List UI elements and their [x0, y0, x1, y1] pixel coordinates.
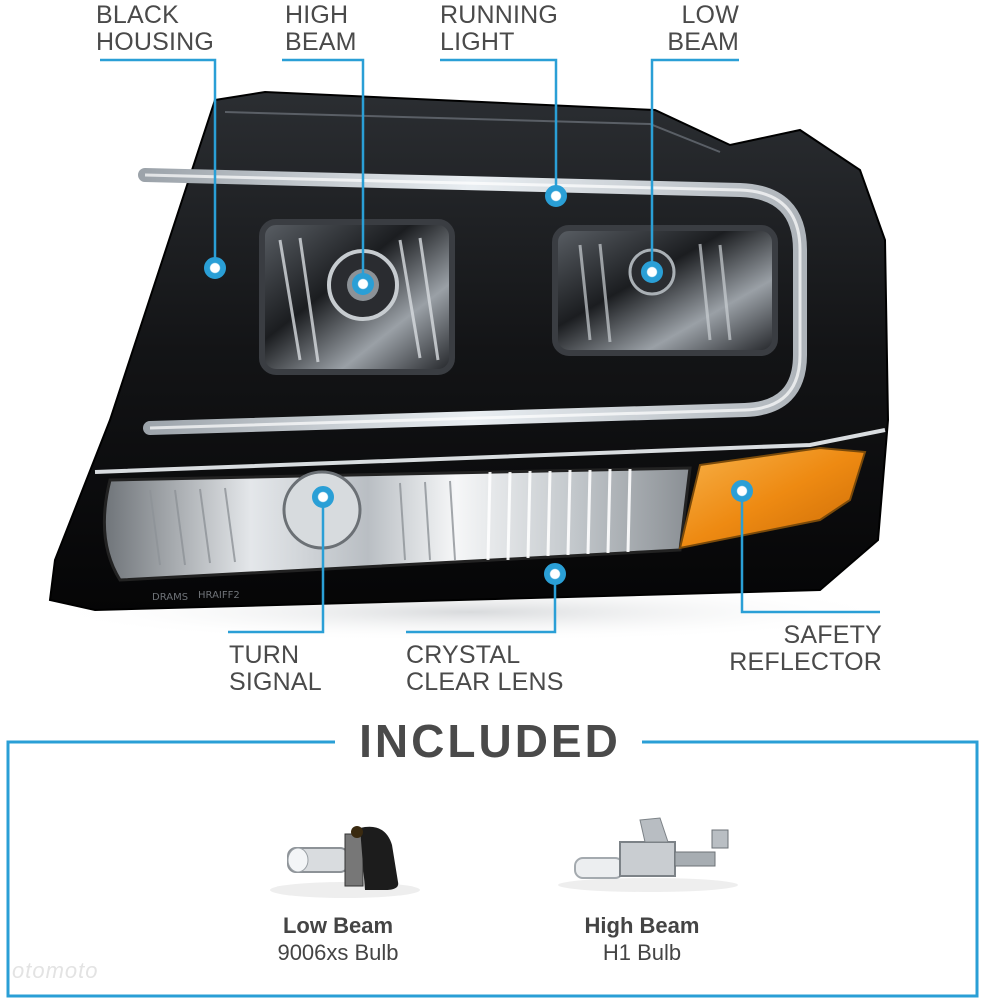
included-box-frame — [6, 740, 979, 998]
low-beam-caption: Low Beam 9006xs Bulb — [228, 912, 448, 966]
callout-line-low-beam — [650, 58, 739, 272]
callout-line-black-housing — [100, 58, 217, 268]
label-safety-reflector: SAFETY REFLECTOR — [729, 621, 882, 676]
label-low-beam: LOW BEAM — [667, 1, 739, 56]
high-beam-name: High Beam — [584, 913, 700, 938]
low-beam-bulb-type: 9006xs Bulb — [277, 940, 399, 965]
callout-line-high-beam — [282, 58, 365, 284]
high-beam-bulb-image — [558, 817, 738, 892]
callout-line-crystal-lens — [406, 574, 557, 634]
crystal-clear-lens — [102, 466, 692, 582]
callout-line-safety-reflector — [740, 491, 880, 614]
lamp-marking-left: DRAMS — [152, 592, 188, 603]
callout-dots — [204, 185, 753, 585]
label-high-beam: HIGH BEAM — [285, 1, 357, 56]
label-running-light: RUNNING LIGHT — [440, 1, 559, 56]
included-title: INCLUDED — [340, 713, 640, 769]
low-beam-name: Low Beam — [282, 913, 394, 938]
low-beam-bulb-image — [270, 826, 420, 898]
callout-dot-crystal-lens — [544, 563, 566, 585]
callout-dot-running-light — [545, 185, 567, 207]
amber-reflector — [678, 446, 867, 550]
callout-dot-high-beam — [352, 273, 374, 295]
callout-dot-low-beam — [641, 261, 663, 283]
label-turn-signal: TURN SIGNAL — [229, 641, 322, 696]
high-beam-bulb-type: H1 Bulb — [602, 940, 682, 965]
label-black-housing: BLACK HOUSING — [96, 1, 215, 56]
lamp-marking-right: HRAIFF2 — [198, 590, 240, 601]
callout-lines — [100, 58, 880, 634]
callout-line-running-light — [440, 58, 558, 196]
callout-dot-safety-reflector — [731, 480, 753, 502]
callout-line-turn-signal — [228, 497, 325, 634]
watermark: otomoto — [12, 958, 99, 983]
callout-dot-turn-signal — [312, 486, 334, 508]
label-crystal-clear-lens: CRYSTAL CLEAR LENS — [406, 641, 564, 696]
high-beam-caption: High Beam H1 Bulb — [532, 912, 752, 966]
callout-dot-black-housing — [204, 257, 226, 279]
